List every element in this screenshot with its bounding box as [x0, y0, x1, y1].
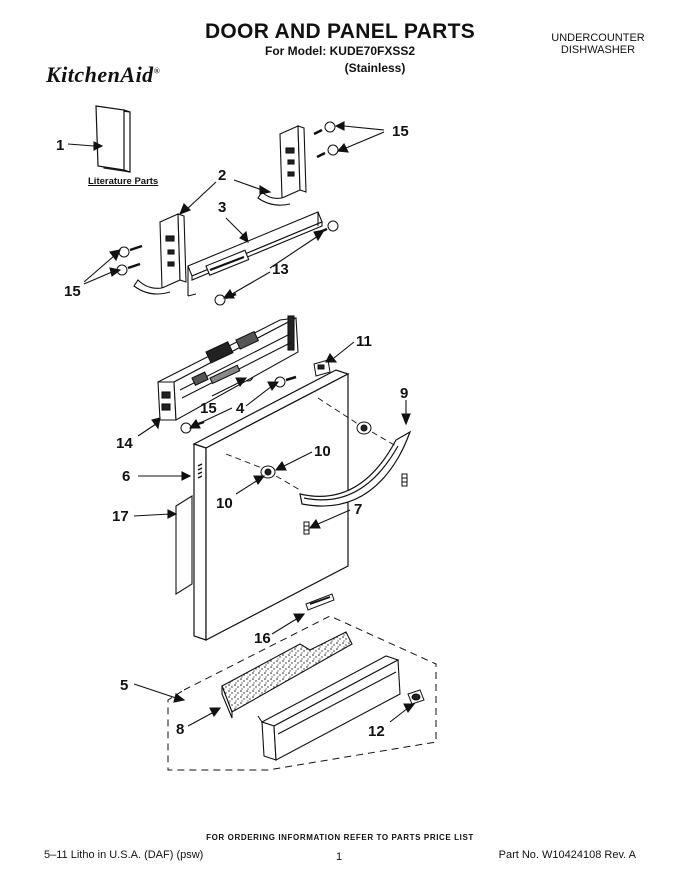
callout-7: 7: [354, 501, 362, 518]
handle-bushing-left: [260, 465, 276, 479]
callout-4: 4: [236, 400, 245, 417]
callout-2: 2: [218, 167, 226, 184]
callout-15-top: 15: [392, 123, 409, 140]
insulation-panel: [175, 495, 193, 595]
page-title: DOOR AND PANEL PARTS: [204, 20, 476, 43]
callout-17: 17: [112, 508, 129, 525]
callout-14: 14: [116, 435, 133, 452]
callout-13: 13: [272, 261, 289, 278]
ordering-note: FOR ORDERING INFORMATION REFER TO PARTS …: [206, 833, 474, 842]
model-variant: (Stainless): [344, 61, 406, 75]
callout-10-left: 10: [216, 495, 233, 512]
handle-stud-right: [401, 473, 408, 487]
nameplate-badge: [305, 593, 335, 611]
door-clip: [313, 359, 331, 377]
literature-booklet: [95, 105, 131, 173]
screw-15-upper: [313, 121, 336, 136]
category-line-1: UNDERCOUNTER: [551, 32, 645, 44]
handle-stud-left: [303, 521, 310, 535]
alignment-lines: [225, 397, 397, 491]
callout-leaders: [67, 121, 416, 727]
callout-10-right: 10: [314, 443, 331, 460]
screw-4-right: [274, 375, 297, 388]
screw-15-left-upper: [118, 244, 143, 258]
callout-11: 11: [356, 333, 372, 350]
part-number: Part No. W10424108 Rev. A: [498, 849, 636, 861]
litho-info: 5–11 Litho in U.S.A. (DAF) (psw): [44, 849, 204, 861]
callout-16: 16: [254, 630, 271, 647]
callout-6: 6: [122, 468, 130, 485]
callout-3: 3: [218, 199, 226, 216]
brand-name: KitchenAid: [46, 62, 154, 87]
page-number: 1: [336, 851, 343, 863]
access-kick-panel: [257, 655, 401, 761]
callout-12: 12: [368, 723, 385, 740]
callout-9: 9: [400, 385, 408, 402]
literature-parts-label: Literature Parts: [88, 176, 159, 187]
callout-8: 8: [176, 721, 184, 738]
door-vent-slots: [197, 463, 203, 479]
kickplate-insulation: [221, 631, 353, 719]
door-handle: [299, 430, 412, 507]
outer-door-panel: [192, 369, 350, 641]
screw-15-lower: [316, 144, 339, 159]
model-number: For Model: KUDE70FXSS2: [264, 44, 416, 58]
control-console: [157, 315, 299, 421]
access-panel-assembly-outline: [167, 615, 437, 771]
brand-logo: KitchenAid®: [46, 62, 160, 88]
callout-1: 1: [56, 137, 64, 154]
callout-5: 5: [120, 677, 128, 694]
right-mounting-bracket: [257, 125, 307, 206]
panel-fastener: [407, 689, 425, 705]
category-line-2: DISHWASHER: [560, 44, 636, 56]
registered-mark: ®: [153, 66, 161, 76]
screw-15-left-lower: [116, 262, 141, 276]
left-mounting-bracket: [133, 213, 187, 295]
callout-15-left: 15: [64, 283, 81, 300]
handle-bushing-right: [356, 421, 372, 435]
appliance-category: UNDERCOUNTER DISHWASHER: [538, 32, 658, 56]
top-trim-bar: [187, 211, 323, 297]
callout-15-console: 15: [200, 400, 217, 417]
